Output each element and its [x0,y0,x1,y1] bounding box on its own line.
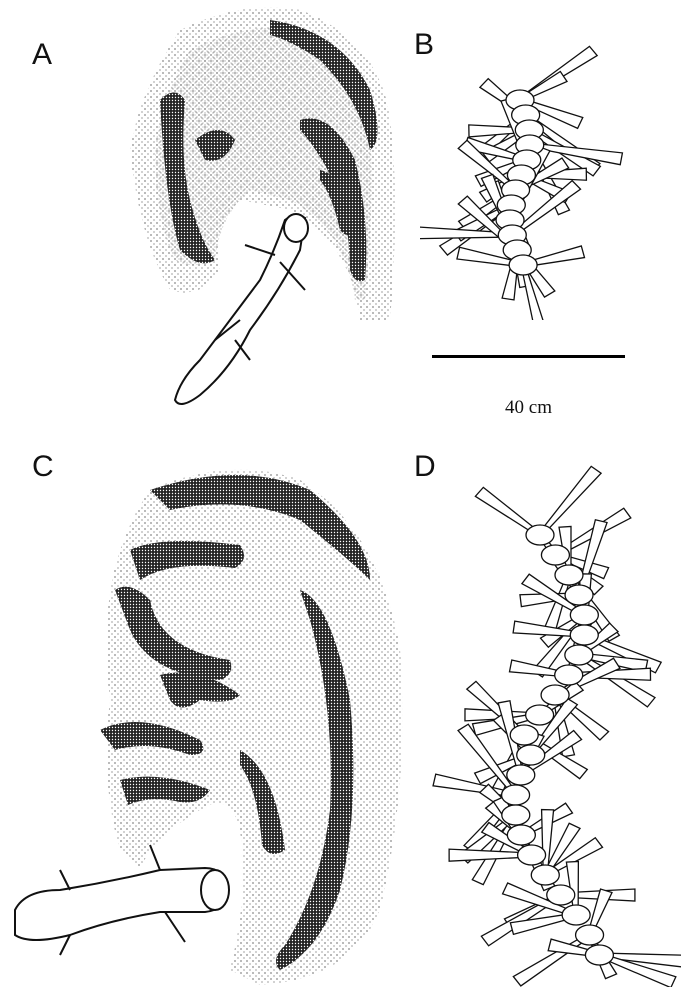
cast-node [541,545,569,565]
cast-node [509,255,537,275]
cast-node [585,945,613,965]
scale-bar [432,355,625,358]
cast-node [502,785,530,805]
cast-node [565,585,593,605]
cast-node [555,565,583,585]
cast-node [510,725,538,745]
cast-node [526,525,554,545]
cast-node [555,665,583,685]
cast-node [547,885,575,905]
cast-node [518,845,546,865]
cast-node [576,925,604,945]
root-cast-illustration-b [420,20,681,320]
cast-node [502,805,530,825]
root-cast-illustration-d [420,445,681,987]
animal-figure-c [15,845,229,955]
cast-node [507,765,535,785]
cast-node [565,645,593,665]
root-segment [538,466,601,536]
scale-bar-label: 40 cm [432,397,625,419]
cast-node [507,825,535,845]
burrow-illustration-a [120,0,420,420]
cast-node [570,625,598,645]
burrow-illustration-c [0,450,410,987]
cast-node [541,685,569,705]
panel-label-a: A [32,40,52,70]
cast-node [570,605,598,625]
cast-node [562,905,590,925]
cast-node [531,865,559,885]
cast-node [517,745,545,765]
cast-node [526,705,554,725]
